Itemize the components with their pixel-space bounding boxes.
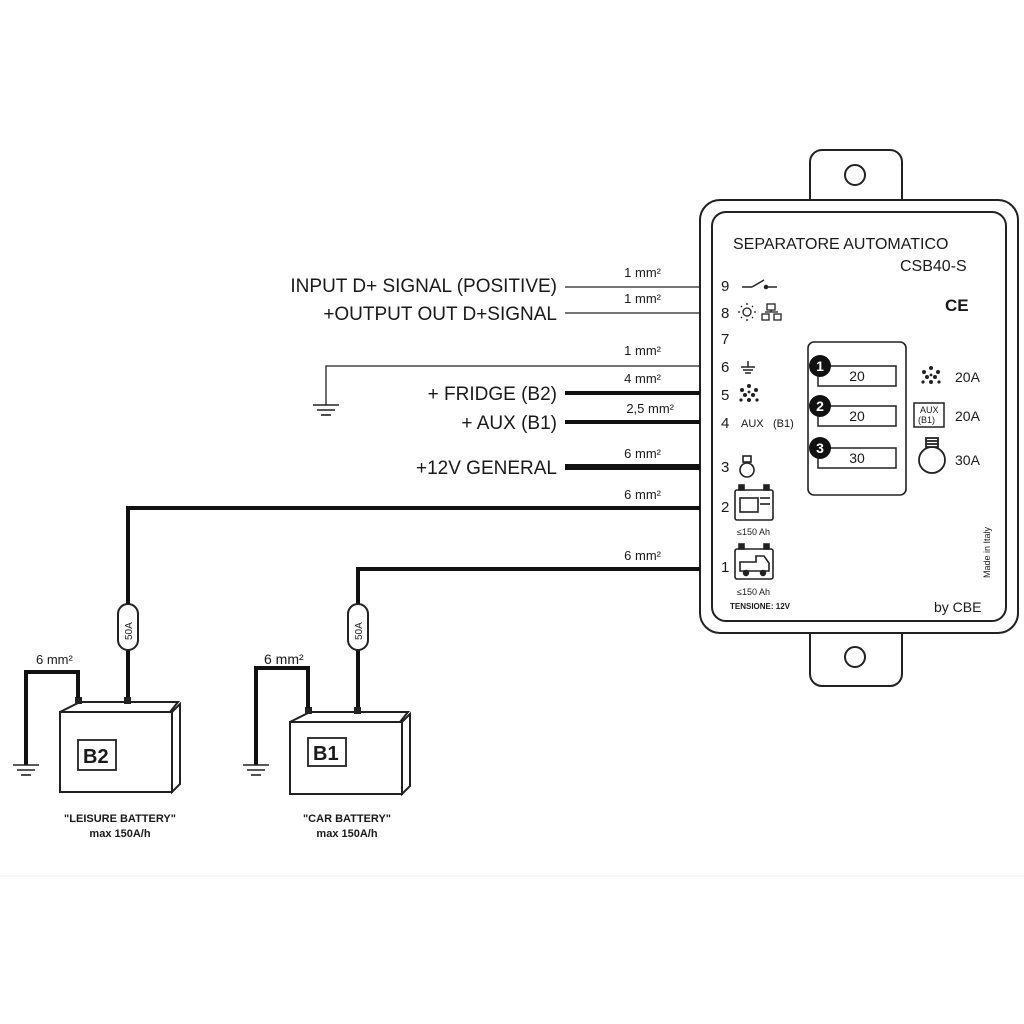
inline-fuse-b1: 50A: [347, 603, 369, 651]
fuse-number-2: 2: [816, 398, 824, 414]
sun-icon: [738, 303, 756, 321]
fuse-rating-3: 30A: [955, 452, 981, 468]
label-aux: + AUX (B1): [461, 413, 557, 434]
pin-5: 5: [721, 387, 729, 404]
svg-text:B2: B2: [83, 746, 109, 768]
b1-caption: "CAR BATTERY": [303, 813, 391, 825]
fuse-value-2: 20: [849, 408, 865, 424]
snowflake-icon: [921, 366, 941, 384]
section-pin2: 6 mm²: [624, 487, 662, 502]
ce-mark: CE: [945, 296, 969, 315]
voltage-label: TENSIONE: 12V: [730, 602, 791, 611]
pin-4: 4: [721, 415, 729, 432]
b2-caption: "LEISURE BATTERY": [64, 813, 176, 825]
fuse-number-badge-3: [809, 437, 831, 459]
section-pin3: 6 mm²: [624, 446, 662, 461]
wire-b2-ground: [24, 670, 80, 765]
section-pin5: 4 mm²: [624, 371, 662, 386]
bulb-icon: [918, 437, 946, 474]
b1-capacity: max 150A/h: [316, 828, 377, 840]
svg-text:AUX: AUX: [920, 405, 939, 415]
device-title: SEPARATORE AUTOMATICO: [733, 236, 948, 253]
pin-6: 6: [721, 359, 729, 376]
section-pin8: 1 mm²: [624, 291, 662, 306]
switch-icon: [742, 279, 777, 290]
pin-9: 9: [721, 278, 729, 295]
snowflake-icon: [739, 384, 759, 402]
wire-pin2-b2: [126, 506, 700, 702]
fuse-rating-2: 20A: [955, 408, 981, 424]
fuse-number-badge-2: [809, 395, 831, 417]
section-pin4: 2,5 mm²: [626, 401, 674, 416]
fuse-number-badge-1: [809, 355, 831, 377]
battery-b2: B2: [59, 697, 181, 795]
brand-label: by CBE: [934, 599, 981, 615]
label-output-d-signal: +OUTPUT OUT D+SIGNAL: [323, 304, 557, 325]
ground-icon: [243, 764, 269, 776]
b2-capacity: max 150A/h: [89, 828, 150, 840]
wire-pin6-ground: [325, 365, 700, 405]
car-icon: [734, 543, 774, 580]
pin-1: 1: [721, 559, 729, 576]
aux-pin-sub: (B1): [773, 418, 794, 430]
section-pin6: 1 mm²: [624, 343, 662, 358]
section-pin9: 1 mm²: [624, 265, 662, 280]
pin-7: 7: [721, 331, 729, 348]
fuse-number-1: 1: [816, 358, 824, 374]
bulb-icon: [739, 455, 755, 478]
ground-icon: [13, 764, 39, 776]
fuse-rating-1: 20A: [955, 369, 981, 385]
pin-8: 8: [721, 305, 729, 322]
battery-b1: B1: [289, 707, 411, 797]
b1-capacity-label: ≤150 Ah: [737, 587, 770, 597]
network-icon: [761, 303, 782, 321]
wire-b1-ground: [254, 666, 310, 765]
ground-icon: [313, 404, 339, 416]
label-input-d-signal: INPUT D+ SIGNAL (POSITIVE): [290, 276, 557, 297]
fuse-value-1: 20: [849, 368, 865, 384]
b2-ground-section: 6 mm²: [36, 652, 74, 667]
b1-ground-section: 6 mm²: [264, 651, 304, 667]
svg-text:50A: 50A: [354, 622, 365, 640]
section-pin1: 6 mm²: [624, 548, 662, 563]
svg-text:B1: B1: [313, 743, 339, 765]
b2-capacity-label: ≤150 Ah: [737, 527, 770, 537]
aux-icon: AUX (B1): [913, 402, 945, 428]
label-general: +12V GENERAL: [416, 458, 557, 479]
aux-pin-label: AUX: [741, 418, 764, 430]
ground-icon: [741, 361, 755, 374]
label-fridge: + FRIDGE (B2): [428, 384, 557, 405]
fuse-number-3: 3: [816, 440, 824, 456]
pin-2: 2: [721, 499, 729, 516]
pin-3: 3: [721, 459, 729, 476]
wire-pin1-b1: [356, 567, 700, 715]
made-in-label: Made in Italy: [982, 526, 992, 578]
svg-text:(B1): (B1): [918, 415, 935, 425]
leisure-battery-icon: [734, 484, 774, 521]
device-model: CSB40-S: [900, 258, 967, 275]
svg-text:50A: 50A: [124, 622, 135, 640]
fuse-value-3: 30: [849, 450, 865, 466]
inline-fuse-b2: 50A: [117, 603, 139, 651]
